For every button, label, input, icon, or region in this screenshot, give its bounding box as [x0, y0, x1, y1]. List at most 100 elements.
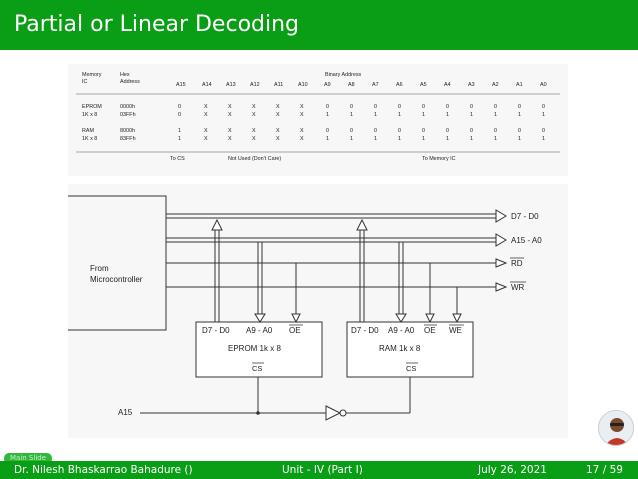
address-bus-arrow — [495, 233, 507, 247]
bit-header: A1 — [516, 82, 523, 88]
row-bit: 0 — [422, 128, 425, 134]
row-bit: 1 — [518, 136, 521, 142]
footer-unit: Unit - IV (Part I) — [282, 464, 363, 476]
row-bit: 0 — [178, 112, 181, 118]
row-bit: 1 — [178, 136, 181, 142]
bit-header: A7 — [372, 82, 379, 88]
row-bit: X — [228, 104, 232, 110]
slide-title: Partial or Linear Decoding — [14, 12, 300, 37]
footer-not-used: Not Used (Don't Care) — [228, 156, 282, 162]
bit-header: A2 — [492, 82, 499, 88]
row-bit: 0 — [398, 104, 401, 110]
row-bit: 1 — [542, 136, 545, 142]
row-bit: 0 — [326, 104, 329, 110]
micro-label-from: From — [90, 264, 109, 273]
ram-pin-oe: OE — [424, 326, 436, 335]
ram-cs: CS — [406, 364, 416, 373]
row-bit: X — [300, 136, 304, 142]
data-bus-arrow — [495, 209, 507, 223]
row-bit: 0 — [470, 104, 473, 110]
eprom-chip — [195, 321, 323, 378]
eprom-address-arrow — [254, 313, 266, 323]
header-binary-address: Binary Address — [325, 72, 362, 78]
bit-header: A12 — [250, 82, 260, 88]
ram-we-arrow — [452, 313, 462, 324]
row-bit: X — [276, 104, 280, 110]
a15-label: A15 — [118, 408, 133, 417]
rd-arrow — [495, 258, 508, 268]
row-bit: X — [252, 104, 256, 110]
row-bit: X — [252, 112, 256, 118]
row-hex: 0000h — [120, 104, 135, 110]
circuit-svg: From Microcontroller D7 - D0 A15 - A0 RD… — [68, 195, 542, 421]
row-bit: 1 — [398, 112, 401, 118]
row-bit: 1 — [350, 136, 353, 142]
ram-chip — [346, 321, 474, 378]
header-memory: Memory — [82, 72, 102, 78]
row-bit: 1 — [422, 112, 425, 118]
ram-oe-arrow — [425, 313, 435, 324]
row-ic: RAM — [82, 128, 94, 134]
row-bit: 1 — [178, 128, 181, 134]
avatar — [598, 410, 634, 446]
row-bit: 0 — [446, 128, 449, 134]
ram-name: RAM 1k x 8 — [379, 344, 421, 353]
bit-header: A13 — [226, 82, 236, 88]
row-bit: 1 — [326, 112, 329, 118]
wr-arrow — [495, 282, 508, 292]
row-bit: 1 — [470, 136, 473, 142]
main-slide-button[interactable]: Main Slide — [4, 453, 53, 464]
row-hex: 03FFh — [120, 112, 136, 118]
row-hex: 8000h — [120, 128, 135, 134]
row-hex: 83FFh — [120, 136, 136, 142]
ram-pin-we: WE — [449, 326, 462, 335]
ram-data-arrow — [356, 218, 368, 231]
row-ic: EPROM — [82, 104, 102, 110]
header-hex: Hex — [120, 72, 130, 78]
ram-address-arrow — [395, 313, 407, 323]
microcontroller-outline — [68, 195, 167, 331]
row-bit: X — [204, 112, 208, 118]
bus-label-rd: RD — [511, 259, 523, 268]
eprom-name: EPROM 1k x 8 — [228, 344, 281, 353]
row-bit: 0 — [542, 128, 545, 134]
row-bit: 0 — [398, 128, 401, 134]
address-table: Memory IC Hex Address Binary Address A15… — [68, 64, 568, 176]
row-bit: 0 — [494, 104, 497, 110]
row-bit: 0 — [542, 104, 545, 110]
row-bit: X — [204, 104, 208, 110]
row-bit: X — [228, 136, 232, 142]
micro-label-microcontroller: Microcontroller — [90, 275, 143, 284]
row-bit: 1 — [494, 112, 497, 118]
row-bit: 1 — [398, 136, 401, 142]
title-bar: Partial or Linear Decoding — [0, 0, 638, 50]
header-address: Address — [120, 79, 140, 85]
row-bit: 1 — [518, 112, 521, 118]
row-bit: 0 — [470, 128, 473, 134]
row-bit: 1 — [374, 112, 377, 118]
row-bit: 0 — [422, 104, 425, 110]
row-bit: X — [252, 136, 256, 142]
row-bit: X — [204, 136, 208, 142]
row-bit: 0 — [518, 128, 521, 134]
row-bit: 0 — [374, 128, 377, 134]
row-ic: 1K x 8 — [82, 136, 98, 142]
bit-header: A8 — [348, 82, 355, 88]
eprom-oe-arrow — [291, 313, 301, 324]
table-lines — [76, 93, 560, 153]
eprom-data-arrow — [211, 218, 223, 231]
row-bit: 0 — [350, 104, 353, 110]
row-ic: 1K x 8 — [82, 112, 98, 118]
row-bit: 0 — [178, 104, 181, 110]
bit-header: A4 — [444, 82, 451, 88]
row-bit: 0 — [446, 104, 449, 110]
ram-pin-address: A9 - A0 — [388, 326, 415, 335]
bit-header: A0 — [540, 82, 547, 88]
row-bit: 0 — [326, 128, 329, 134]
row-bit: X — [300, 104, 304, 110]
bit-header: A6 — [396, 82, 403, 88]
row-bit: X — [228, 128, 232, 134]
row-bit: X — [276, 128, 280, 134]
footer-to-cs: To CS — [170, 156, 185, 162]
eprom-cs: CS — [252, 364, 262, 373]
